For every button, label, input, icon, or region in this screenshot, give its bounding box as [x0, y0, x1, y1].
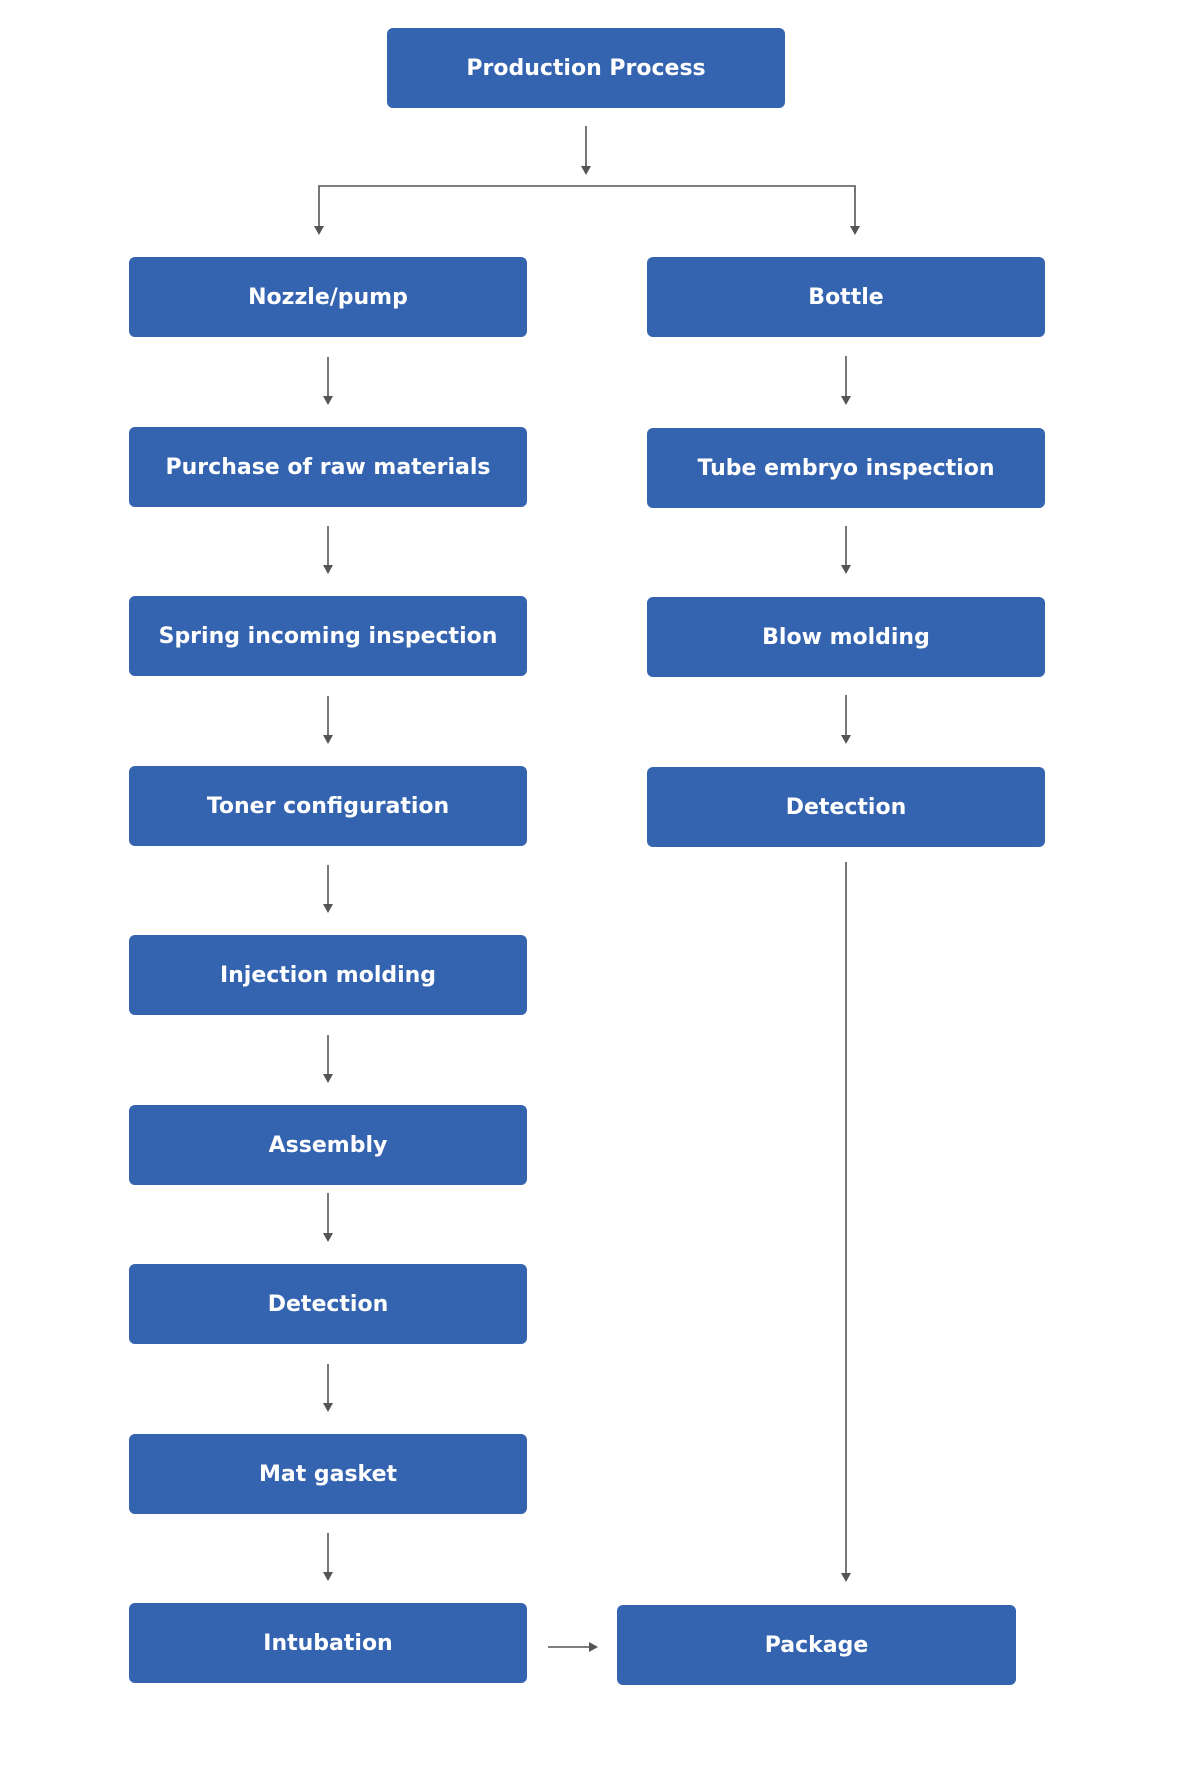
node-label: Blow molding: [762, 624, 930, 650]
node-spring-incoming-inspection: Spring incoming inspection: [129, 596, 527, 676]
node-label: Purchase of raw materials: [165, 454, 491, 480]
node-nozzle-pump: Nozzle/pump: [129, 257, 527, 337]
arrow-left-4: [323, 865, 333, 913]
arrow-right-2: [841, 526, 851, 574]
arrow-left-1: [323, 357, 333, 405]
arrow-right-long: [841, 862, 851, 1582]
node-label: Bottle: [808, 284, 884, 310]
node-injection-molding: Injection molding: [129, 935, 527, 1015]
node-label: Detection: [267, 1291, 389, 1317]
arrow-left-5: [323, 1035, 333, 1083]
arrow-left-6: [323, 1193, 333, 1242]
node-detection-right: Detection: [647, 767, 1045, 847]
node-label: Tube embryo inspection: [697, 455, 995, 481]
arrow-intubation-to-package: [548, 1642, 598, 1652]
node-label: Intubation: [263, 1630, 393, 1656]
arrow-top-down: [581, 126, 591, 175]
node-label: Injection molding: [219, 962, 437, 988]
node-toner-configuration: Toner configuration: [129, 766, 527, 846]
node-label: Production Process: [466, 55, 706, 81]
arrow-right-3: [841, 695, 851, 744]
node-tube-embryo-inspection: Tube embryo inspection: [647, 428, 1045, 508]
node-assembly: Assembly: [129, 1105, 527, 1185]
node-package: Package: [617, 1605, 1016, 1685]
arrow-right-1: [841, 356, 851, 405]
node-label: Toner configuration: [206, 793, 450, 819]
node-label: Nozzle/pump: [248, 284, 408, 310]
arrow-left-2: [323, 526, 333, 574]
node-purchase-raw-materials: Purchase of raw materials: [129, 427, 527, 507]
node-label: Assembly: [268, 1132, 388, 1158]
node-mat-gasket: Mat gasket: [129, 1434, 527, 1514]
node-label: Package: [764, 1632, 869, 1658]
node-label: Detection: [785, 794, 907, 820]
split-connector: [314, 185, 860, 235]
node-blow-molding: Blow molding: [647, 597, 1045, 677]
node-detection-left: Detection: [129, 1264, 527, 1344]
arrow-left-3: [323, 696, 333, 744]
arrow-left-7: [323, 1364, 333, 1412]
node-label: Mat gasket: [258, 1461, 398, 1487]
node-production-process: Production Process: [387, 28, 785, 108]
arrow-left-8: [323, 1533, 333, 1581]
node-bottle: Bottle: [647, 257, 1045, 337]
node-label: Spring incoming inspection: [158, 623, 498, 649]
node-intubation: Intubation: [129, 1603, 527, 1683]
